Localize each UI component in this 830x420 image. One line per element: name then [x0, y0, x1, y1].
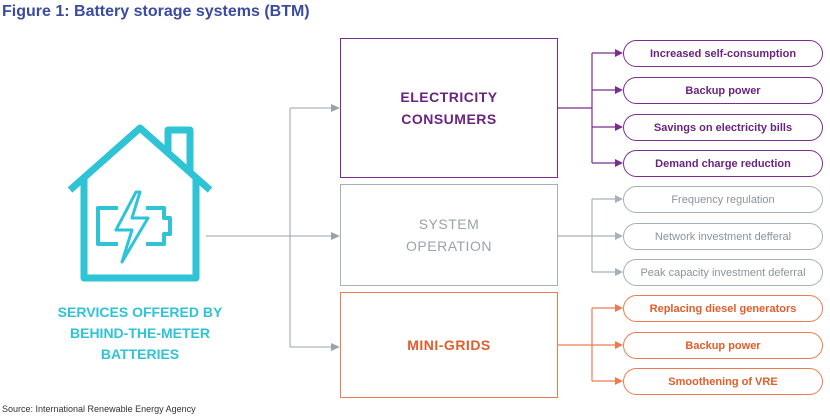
category-box-electricity-consumers: ELECTRICITY CONSUMERS	[340, 38, 558, 178]
service-pill: Replacing diesel generators	[623, 295, 823, 322]
house-battery-icon	[67, 124, 213, 282]
category-label-line: SYSTEM	[418, 216, 480, 232]
category-label-line: OPERATION	[406, 238, 492, 254]
house-caption: SERVICES OFFERED BY BEHIND-THE-METER BAT…	[20, 302, 260, 365]
service-pill: Demand charge reduction	[623, 150, 823, 177]
house-caption-line: BEHIND-THE-METER	[70, 325, 210, 341]
figure-title: Figure 1: Battery storage systems (BTM)	[2, 3, 310, 20]
category-label-line: ELECTRICITY	[400, 89, 498, 105]
service-pill: Backup power	[623, 332, 823, 359]
service-pill: Backup power	[623, 77, 823, 104]
category-box-system-operation: SYSTEM OPERATION	[340, 184, 558, 286]
source-note: Source: International Renewable Energy A…	[2, 404, 196, 414]
service-pill: Peak capacity investment deferral	[623, 259, 823, 286]
service-pill: Smoothening of VRE	[623, 368, 823, 395]
house-caption-line: BATTERIES	[100, 346, 180, 362]
category-label-line: CONSUMERS	[401, 111, 497, 127]
house-caption-line: SERVICES OFFERED BY	[57, 304, 223, 320]
service-pill: Network investment defferal	[623, 223, 823, 250]
service-pill: Increased self-consumption	[623, 40, 823, 67]
category-label-line: MINI-GRIDS	[407, 337, 491, 353]
category-box-mini-grids: MINI-GRIDS	[340, 292, 558, 398]
service-pill: Frequency regulation	[623, 186, 823, 213]
service-pill: Savings on electricity bills	[623, 114, 823, 141]
